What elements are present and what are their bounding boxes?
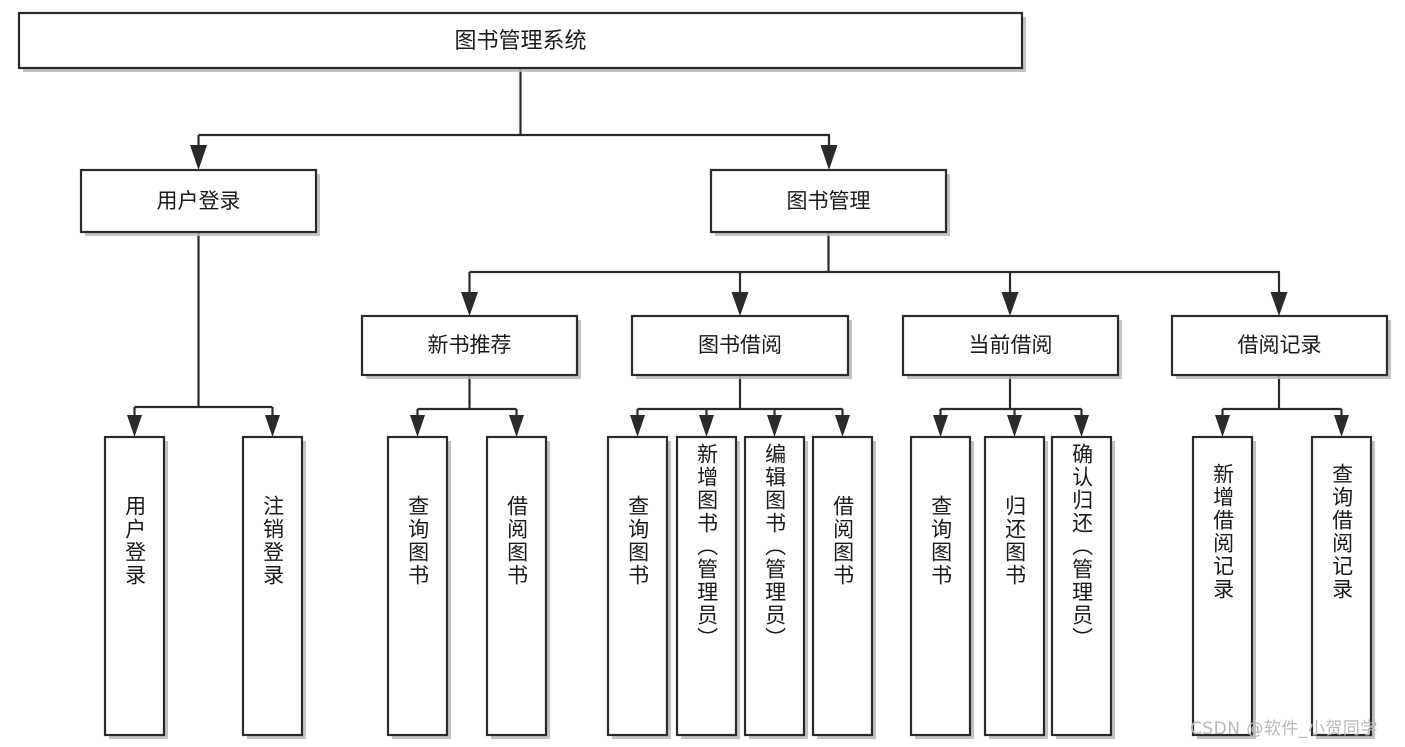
current-borrow-box[interactable]	[901, 314, 1120, 377]
user-login-label: 用户登录	[157, 189, 241, 213]
leaf-layer	[103, 435, 1375, 739]
leaf-edit-book-box[interactable]	[743, 435, 806, 737]
node-leaf-borrow-book-2[interactable]	[811, 435, 876, 739]
new-book-rec-box[interactable]	[360, 314, 579, 377]
node-leaf-add-book[interactable]	[675, 435, 740, 739]
arrow-to-leaf-query-book-1	[410, 415, 425, 437]
node-leaf-user-logout[interactable]	[241, 435, 306, 739]
node-root[interactable]: 图书管理系统	[17, 11, 1026, 72]
arrow-to-leaf-query-record	[1334, 415, 1349, 437]
arrow-to-leaf-confirm-return	[1074, 415, 1089, 437]
book-manage-box[interactable]	[709, 168, 948, 234]
arrow-to-leaf-borrow-book-1	[509, 415, 524, 437]
arrow-to-new-book-rec	[461, 292, 478, 316]
root-box[interactable]	[17, 11, 1024, 70]
book-borrow-label: 图书借阅	[698, 333, 782, 357]
leaf-add-record-box[interactable]	[1191, 435, 1254, 737]
edge-bookmanage-trunk	[468, 232, 1281, 300]
node-leaf-query-book-2[interactable]	[606, 435, 671, 739]
arrow-to-leaf-add-book	[699, 415, 714, 437]
arrow-to-leaf-edit-book	[767, 415, 782, 437]
user-login-box[interactable]	[79, 168, 318, 234]
csdn-watermark: CSDN @软件_小贺同学	[1190, 719, 1378, 739]
root-label: 图书管理系统	[454, 29, 586, 54]
borrow-record-box[interactable]	[1170, 314, 1389, 377]
leaf-user-logout-box[interactable]	[241, 435, 304, 737]
leaf-confirm-return-box[interactable]	[1050, 435, 1113, 737]
leaf-user-login-box[interactable]	[103, 435, 166, 737]
edge-root-trunk	[197, 68, 831, 156]
leaf-query-record-box[interactable]	[1310, 435, 1373, 737]
arrow-to-leaf-borrow-book-2	[835, 415, 850, 437]
arrow-to-leaf-query-book-2	[630, 415, 645, 437]
connector-layer	[127, 68, 1349, 437]
arrow-to-leaf-return-book	[1007, 415, 1022, 437]
node-leaf-borrow-book-1[interactable]	[485, 435, 550, 739]
leaf-query-book-3-box[interactable]	[909, 435, 972, 737]
book-borrow-box[interactable]	[630, 314, 850, 377]
leaf-add-book-box[interactable]	[675, 435, 738, 737]
node-leaf-add-record[interactable]	[1191, 435, 1256, 739]
borrow-record-label: 借阅记录	[1238, 333, 1322, 357]
arrow-to-current-borrow	[1001, 292, 1019, 316]
node-current-borrow[interactable]: 当前借阅	[901, 314, 1122, 379]
leaf-borrow-book-2-box[interactable]	[811, 435, 874, 737]
node-leaf-query-book-1[interactable]	[386, 435, 451, 739]
arrow-to-leaf-query-book-3	[933, 415, 948, 437]
arrow-to-book-manage	[820, 145, 838, 170]
edge-newbook-trunk	[416, 375, 518, 423]
arrow-to-book-borrow	[731, 292, 749, 316]
node-new-book-rec[interactable]: 新书推荐	[360, 314, 581, 379]
node-leaf-query-record[interactable]	[1310, 435, 1375, 739]
leaf-borrow-book-1-box[interactable]	[485, 435, 548, 737]
arrow-to-user-login	[190, 145, 207, 170]
leaf-return-book-box[interactable]	[983, 435, 1046, 737]
node-leaf-query-book-3[interactable]	[909, 435, 974, 739]
arrow-to-leaf-user-login	[127, 415, 142, 437]
arrow-to-leaf-add-record	[1215, 415, 1230, 437]
node-leaf-user-login[interactable]	[103, 435, 168, 739]
node-user-login[interactable]: 用户登录	[79, 168, 320, 236]
current-borrow-label: 当前借阅	[969, 333, 1053, 357]
edge-borrowrecord-trunk	[1221, 375, 1343, 423]
arrow-to-borrow-record	[1270, 292, 1288, 316]
book-manage-label: 图书管理	[787, 189, 871, 213]
edge-bookborrow-trunk	[636, 375, 844, 423]
node-leaf-edit-book[interactable]	[743, 435, 808, 739]
node-borrow-record[interactable]: 借阅记录	[1170, 314, 1391, 379]
leaf-query-book-1-box[interactable]	[386, 435, 449, 737]
node-book-borrow[interactable]: 图书借阅	[630, 314, 852, 379]
arrow-to-leaf-user-logout	[265, 415, 280, 437]
edge-userlogin-trunk	[133, 232, 274, 423]
leaf-query-book-2-box[interactable]	[606, 435, 669, 737]
node-leaf-return-book[interactable]	[983, 435, 1048, 739]
node-book-manage[interactable]: 图书管理	[709, 168, 950, 236]
new-book-rec-label: 新书推荐	[428, 333, 512, 357]
node-leaf-confirm-return[interactable]	[1050, 435, 1115, 739]
